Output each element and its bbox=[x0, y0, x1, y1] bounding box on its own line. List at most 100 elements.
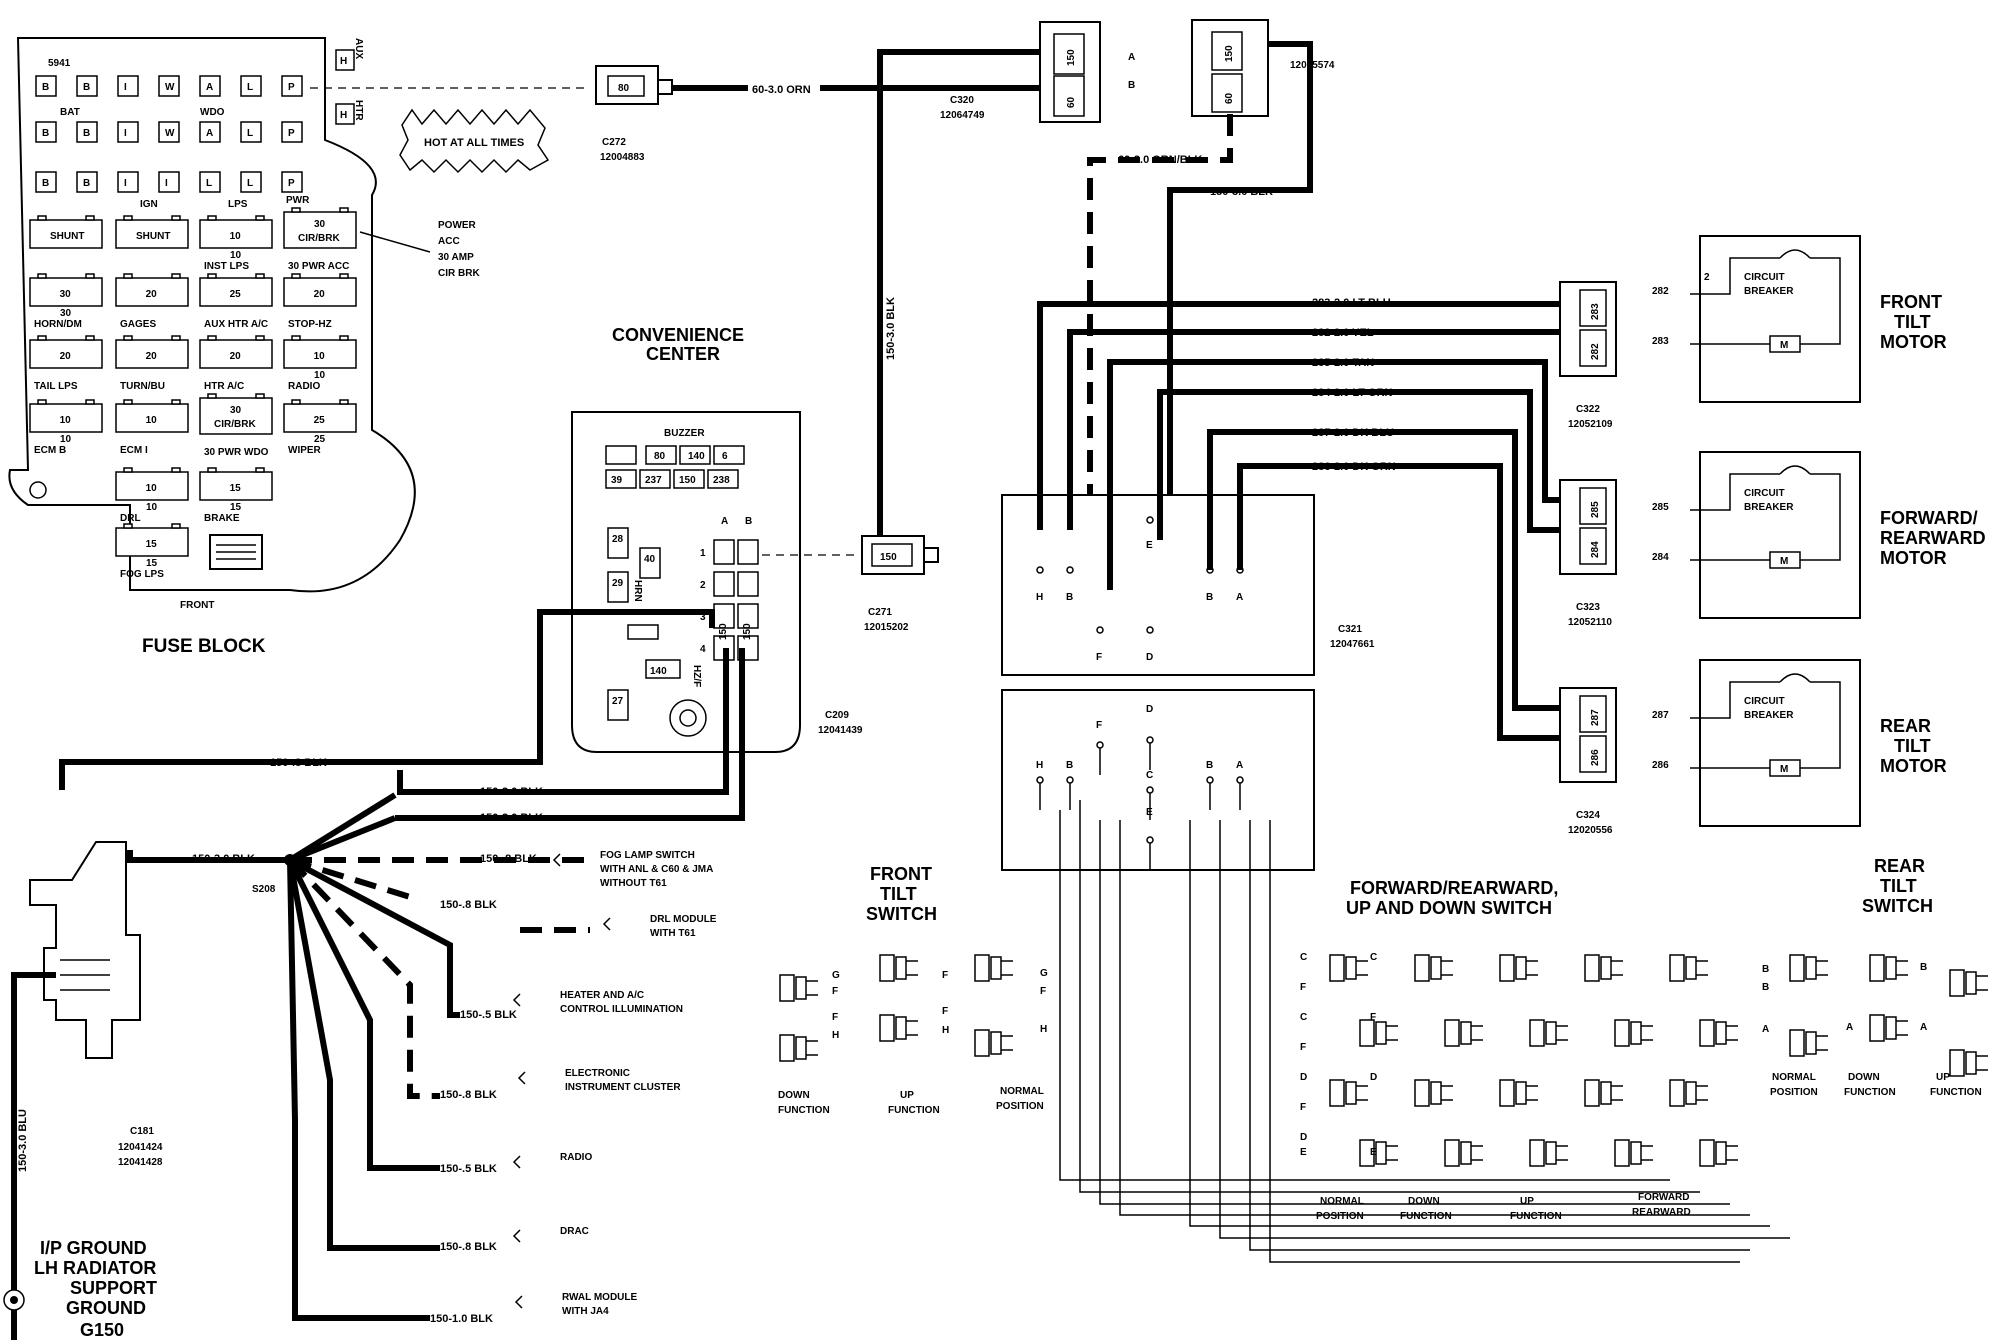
motor-symbol: M bbox=[1780, 764, 1788, 775]
fuse-label: RADIO bbox=[288, 381, 320, 392]
wire-60-orn-blk: 60-3.0 ORN/BLK bbox=[1118, 154, 1202, 166]
svg-text:A: A bbox=[1236, 760, 1243, 771]
wire-150-08-blk: 150-.8 BLK bbox=[270, 757, 327, 769]
motor-harness: 283-2.0 LT BLU 282-2.0 YEL 285-2.0 TAN 2… bbox=[1037, 297, 1560, 741]
switch-contact bbox=[1949, 1049, 1988, 1077]
fuse-label: DRL bbox=[120, 513, 141, 524]
front-tilt-label: POSITION bbox=[996, 1101, 1044, 1112]
branch-destination: HEATER AND A/C bbox=[560, 990, 644, 1001]
ground-3: SUPPORT bbox=[70, 1278, 157, 1298]
ground-5: G150 bbox=[80, 1320, 124, 1340]
front-tilt-label: DOWN bbox=[778, 1090, 810, 1101]
ground-1: I/P GROUND bbox=[40, 1238, 147, 1258]
fuse-label: TURN/BU bbox=[120, 381, 165, 392]
fuse-label: 30 PWR ACC bbox=[288, 261, 349, 272]
svg-text:F: F bbox=[1300, 982, 1306, 993]
rear-tilt-label: UP bbox=[1936, 1072, 1950, 1083]
fuse-cavity-label: P bbox=[288, 178, 295, 189]
fuse: SHUNT bbox=[29, 215, 103, 249]
svg-text:150: 150 bbox=[1066, 49, 1077, 66]
fuse-value: 15 bbox=[146, 539, 158, 550]
switch-contact bbox=[1789, 1029, 1828, 1057]
svg-text:283: 283 bbox=[1652, 336, 1669, 347]
fuse-value: 30 bbox=[60, 289, 72, 300]
switch-terminal bbox=[1146, 626, 1154, 634]
fuse-cavity bbox=[117, 171, 139, 193]
fuse-cavity-label: I bbox=[165, 178, 168, 189]
svg-text:287: 287 bbox=[1652, 710, 1669, 721]
switch-contact bbox=[1869, 954, 1908, 982]
fuse-cavity bbox=[240, 75, 262, 97]
svg-text:D: D bbox=[1300, 1132, 1307, 1143]
switch-contact bbox=[1699, 1139, 1738, 1167]
fuse-cavity bbox=[76, 121, 98, 143]
c323-pn: 12052110 bbox=[1568, 617, 1612, 628]
svg-text:238: 238 bbox=[713, 475, 730, 486]
switch-contact bbox=[1444, 1139, 1483, 1167]
branch-destination: CONTROL ILLUMINATION bbox=[560, 1004, 683, 1015]
c271-name: C271 bbox=[868, 607, 892, 618]
rear-tilt-label: FUNCTION bbox=[1844, 1087, 1896, 1098]
front-tilt-title-2: TILT bbox=[880, 884, 917, 904]
svg-text:CIRCUIT: CIRCUIT bbox=[1744, 696, 1785, 707]
fr-switch-label: FUNCTION bbox=[1400, 1211, 1452, 1222]
switch-contact bbox=[1669, 1079, 1708, 1107]
svg-text:237: 237 bbox=[645, 475, 662, 486]
svg-text:HZ/F: HZ/F bbox=[691, 665, 702, 687]
svg-text:10: 10 bbox=[314, 370, 326, 381]
fuse-value: 25 bbox=[314, 415, 326, 426]
fuse-cavity bbox=[76, 171, 98, 193]
fuse-cavity bbox=[281, 121, 303, 143]
fuse-label: STOP-HZ bbox=[288, 319, 332, 330]
fuse-cavity-label: I bbox=[124, 128, 127, 139]
switch-contact bbox=[779, 1034, 818, 1062]
fuse-cavity bbox=[199, 121, 221, 143]
branch-destination: DRAC bbox=[560, 1226, 589, 1237]
switch-contact bbox=[1699, 1019, 1738, 1047]
svg-text:BUZZER: BUZZER bbox=[664, 428, 705, 439]
switch-terminal bbox=[1036, 566, 1044, 574]
switch-contact bbox=[1584, 1079, 1623, 1107]
switch-contact bbox=[1359, 1139, 1398, 1167]
rear-tilt-label: POSITION bbox=[1770, 1087, 1818, 1098]
branch-wire-label: 150-.5 BLK bbox=[460, 1009, 517, 1021]
motor-title: REAR bbox=[1880, 716, 1931, 736]
front-tilt-title-1: FRONT bbox=[870, 864, 932, 884]
svg-text:F: F bbox=[1040, 986, 1046, 997]
svg-text:F: F bbox=[942, 1006, 948, 1017]
svg-text:284: 284 bbox=[1652, 552, 1669, 563]
c324-name: C324 bbox=[1576, 810, 1600, 821]
fuse-cavity-label: L bbox=[247, 178, 253, 189]
fuse-label: GAGES bbox=[120, 319, 156, 330]
rear-tilt-title-2: TILT bbox=[1880, 876, 1917, 896]
c181-pn1: 12041424 bbox=[118, 1142, 163, 1153]
fuse-cavity-label: B bbox=[42, 82, 49, 93]
svg-text:H: H bbox=[942, 1025, 949, 1036]
fr-switch-label: UP bbox=[1520, 1196, 1534, 1207]
svg-text:283: 283 bbox=[1590, 303, 1601, 320]
svg-text:286: 286 bbox=[1590, 749, 1601, 766]
switch-terminal bbox=[1096, 626, 1104, 634]
fuse-label: AUX HTR A/C bbox=[204, 319, 268, 330]
branch-wire-label: 150-.8 BLK bbox=[440, 1241, 497, 1253]
wire-150-3-blk-a: 150-3.0 BLK bbox=[480, 786, 543, 798]
svg-text:25: 25 bbox=[314, 434, 326, 445]
c321-name: C321 bbox=[1338, 624, 1362, 635]
svg-text:E: E bbox=[1300, 1147, 1307, 1158]
svg-text:BREAKER: BREAKER bbox=[1744, 286, 1794, 297]
fuse-cavity-label: L bbox=[247, 128, 253, 139]
branch-destination: DRL MODULE bbox=[650, 914, 717, 925]
svg-text:F: F bbox=[1300, 1102, 1306, 1113]
svg-text:150: 150 bbox=[718, 623, 729, 640]
svg-text:140: 140 bbox=[650, 666, 667, 677]
